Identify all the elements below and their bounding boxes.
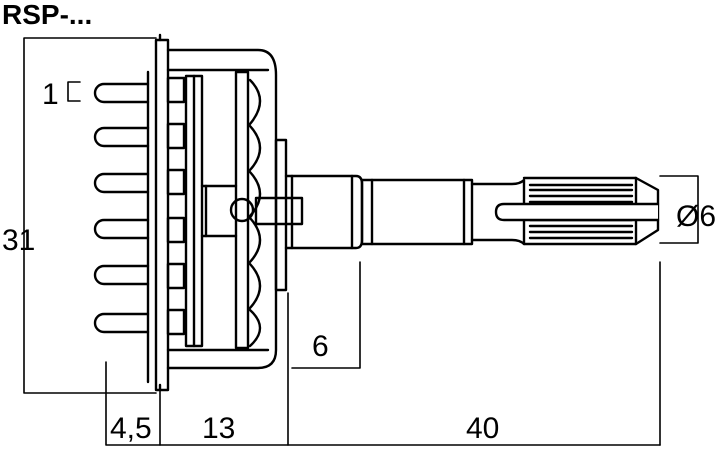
bushing-length-label: 6 — [312, 330, 329, 363]
switch-pins — [93, 70, 150, 384]
shaft-diameter-label: Ø6 — [676, 200, 716, 233]
body-depth-label: 13 — [202, 412, 235, 445]
dimension-lines — [23, 37, 699, 446]
mounting-bushing — [274, 138, 364, 292]
model-title: RSP-... — [2, 0, 92, 30]
switch-shaft — [360, 176, 660, 246]
height-dimension-label: 31 — [2, 224, 35, 257]
pin-one-label: 1 — [42, 78, 59, 111]
pin-length-label: 4,5 — [110, 412, 152, 445]
switch-body — [154, 33, 304, 392]
shaft-length-label: 40 — [466, 412, 499, 445]
